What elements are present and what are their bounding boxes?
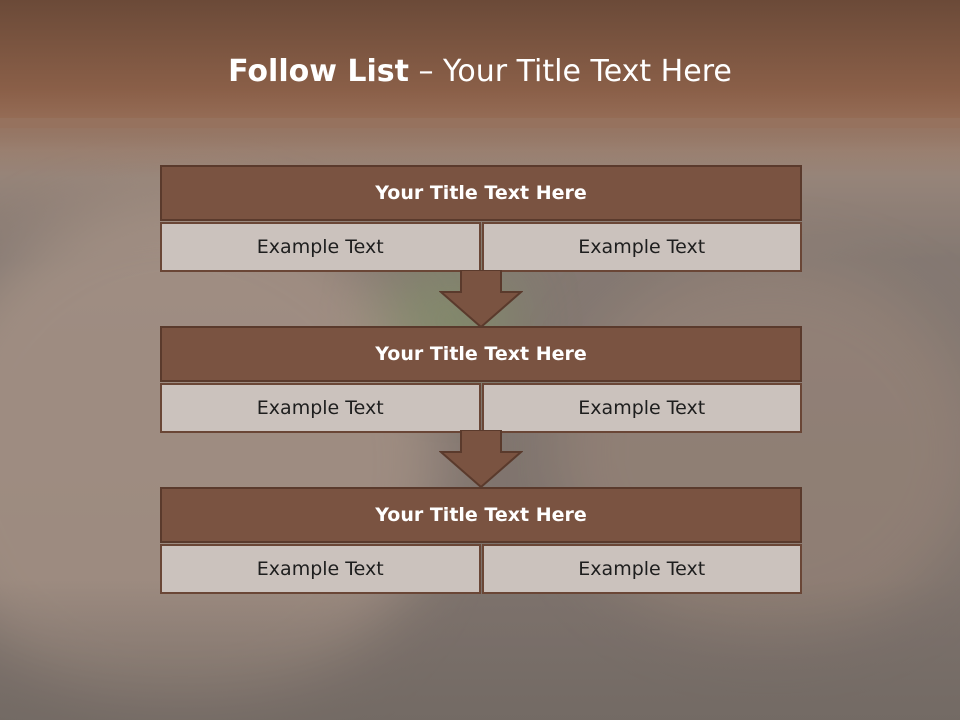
slide-title-bold: Follow List bbox=[228, 54, 409, 89]
block-row: Example Text Example Text bbox=[160, 222, 802, 272]
block-cell-left: Example Text bbox=[160, 222, 481, 272]
block-title: Your Title Text Here bbox=[160, 326, 802, 382]
block-cell-right: Example Text bbox=[481, 222, 802, 272]
block-row: Example Text Example Text bbox=[160, 544, 802, 594]
block-title: Your Title Text Here bbox=[160, 487, 802, 543]
block-cell-left: Example Text bbox=[160, 544, 481, 594]
block-row: Example Text Example Text bbox=[160, 383, 802, 433]
slide-title: Follow List – Your Title Text Here bbox=[0, 54, 960, 89]
block-cell-right: Example Text bbox=[481, 544, 802, 594]
slide-title-rest: – Your Title Text Here bbox=[408, 54, 732, 89]
down-arrow-icon bbox=[439, 430, 523, 488]
block-cell-right: Example Text bbox=[481, 383, 802, 433]
follow-block-2: Your Title Text Here Example Text Exampl… bbox=[160, 326, 802, 433]
block-title: Your Title Text Here bbox=[160, 165, 802, 221]
follow-block-1: Your Title Text Here Example Text Exampl… bbox=[160, 165, 802, 272]
block-cell-left: Example Text bbox=[160, 383, 481, 433]
follow-block-3: Your Title Text Here Example Text Exampl… bbox=[160, 487, 802, 594]
down-arrow-icon bbox=[439, 270, 523, 328]
